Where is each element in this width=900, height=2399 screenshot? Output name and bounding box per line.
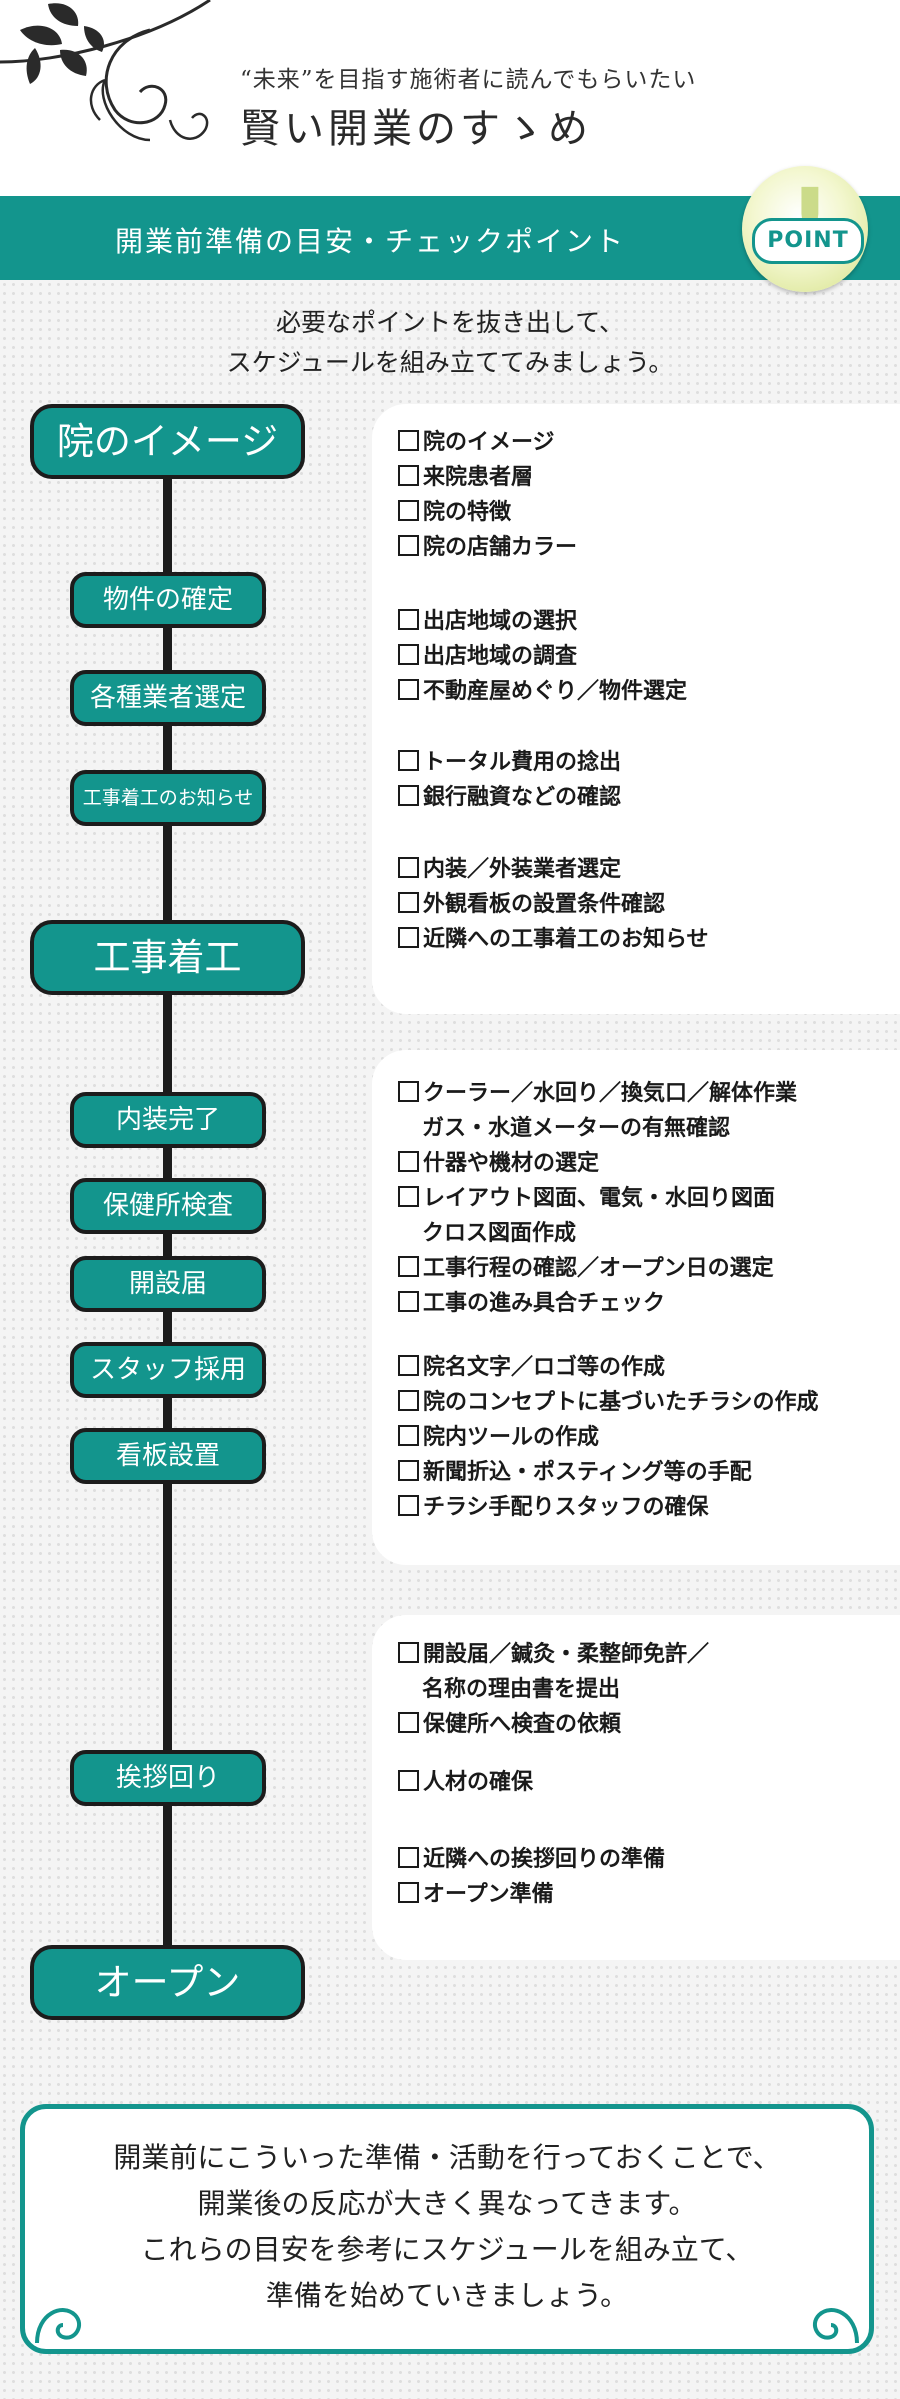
checkbox-icon [398,785,419,806]
checklist-item: 工事の進み具合チェック [398,1286,797,1321]
checklist-item: クーラー／水回り／換気口／解体作業 [398,1076,797,1111]
checklist-panel [372,1050,900,1565]
checklist-item: チラシ手配りスタッフの確保 [398,1490,819,1525]
checkbox-icon [398,1425,419,1446]
checklist-item: 工事行程の確認／オープン日の選定 [398,1251,797,1286]
checkbox-icon [398,1712,419,1733]
footer-line: 開業後の反応が大きく異なってきます。 [197,2187,697,2220]
timeline-step: スタッフ採用 [70,1342,266,1398]
timeline-step: オープン [30,1945,305,2020]
checklist-panel [372,1615,900,1960]
banner-title: 開業前準備の目安・チェックポイント [114,225,625,258]
checklist-item: オープン準備 [398,1877,665,1912]
checklist-item: 院のコンセプトに基づいたチラシの作成 [398,1385,819,1420]
checklist-item: 近隣への工事着工のお知らせ [398,922,709,957]
timeline-step: 挨拶回り [70,1750,266,1806]
checkbox-icon [398,892,419,913]
checklist-item: 人材の確保 [398,1765,533,1800]
header-subtitle: “未来”を目指す施術者に読んでもらいたい [240,67,697,93]
checklist-group: クーラー／水回り／換気口／解体作業 ガス・水道メーターの有無確認 什器や機材の選… [398,1076,797,1321]
checklist-group: 内装／外装業者選定 外観看板の設置条件確認 近隣への工事着工のお知らせ [398,852,709,957]
checklist-group: 人材の確保 [398,1765,533,1800]
point-badge-label: POINT [752,218,864,264]
checklist-item: 来院患者層 [398,460,577,495]
checkbox-icon [398,1882,419,1903]
checkbox-icon [398,1390,419,1411]
timeline-step: 物件の確定 [70,572,266,628]
checklist-item: 不動産屋めぐり／物件選定 [398,674,687,709]
intro-text: 必要なポイントを抜き出して、 スケジュールを組み立ててみましょう。 [0,303,900,383]
checkbox-icon [398,1642,419,1663]
checkbox-icon [398,609,419,630]
footer-text: 開業前にこういった準備・活動を行っておくことで、 開業後の反応が大きく異なってき… [25,2135,869,2319]
checklist-group: 近隣への挨拶回りの準備 オープン準備 [398,1842,665,1912]
timeline-step: 内装完了 [70,1092,266,1148]
checklist-group: 開設届／鍼灸・柔整師免許／ 名称の理由書を提出 保健所へ検査の依頼 [398,1637,709,1742]
checklist-item: トータル費用の捻出 [398,745,621,780]
intro-line: 必要なポイントを抜き出して、 [275,308,624,337]
checklist-item: 近隣への挨拶回りの準備 [398,1842,665,1877]
checklist-item: 什器や機材の選定 [398,1146,797,1181]
checkbox-icon [398,927,419,948]
checklist-item-continued: クロス図面作成 [422,1221,577,1246]
checklist-group: 院のイメージ 来院患者層 院の特徴 院の店舗カラー [398,425,577,565]
checklist-item: 新聞折込・ポスティング等の手配 [398,1455,819,1490]
checklist-item: レイアウト図面、電気・水回り図面 [398,1181,797,1216]
timeline-step: 院のイメージ [30,404,305,479]
checkbox-icon [398,465,419,486]
checkbox-icon [398,1355,419,1376]
checklist-item-continued: 名称の理由書を提出 [422,1677,621,1702]
checklist-panel [372,404,900,1014]
right-curl-icon [812,2308,859,2344]
checklist-item: 院のイメージ [398,425,577,460]
checklist-item: 開設届／鍼灸・柔整師免許／ [398,1637,709,1672]
checklist-group: 院名文字／ロゴ等の作成 院のコンセプトに基づいたチラシの作成 院内ツールの作成 … [398,1350,819,1525]
checkbox-icon [398,1291,419,1312]
timeline-step: 工事着工 [30,920,305,995]
checklist-item: 院の特徴 [398,495,577,530]
checkbox-icon [398,1847,419,1868]
timeline-step: 各種業者選定 [70,670,266,726]
timeline-step: 保健所検査 [70,1178,266,1234]
checklist-item: 院内ツールの作成 [398,1420,819,1455]
checklist-item: 出店地域の選択 [398,604,687,639]
checkbox-icon [398,1081,419,1102]
point-badge: ! POINT [742,166,868,292]
checkbox-icon [398,1770,419,1791]
checklist-item: 院名文字／ロゴ等の作成 [398,1350,819,1385]
leaf-vine-icon [0,0,211,142]
checklist-item-continued: ガス・水道メーターの有無確認 [422,1116,731,1141]
checkbox-icon [398,644,419,665]
checkbox-icon [398,857,419,878]
footer-note: 開業前にこういった準備・活動を行っておくことで、 開業後の反応が大きく異なってき… [20,2104,874,2354]
timeline-step: 開設届 [70,1256,266,1312]
timeline-step: 工事着工のお知らせ [70,770,266,826]
checkbox-icon [398,1256,419,1277]
page-title: 賢い開業のすゝめ [240,106,592,152]
checkbox-icon [398,500,419,521]
checklist-group: トータル費用の捻出 銀行融資などの確認 [398,745,621,815]
footer-line: これらの目安を参考にスケジュールを組み立て、 [140,2233,754,2266]
checkbox-icon [398,1151,419,1172]
checkbox-icon [398,1186,419,1207]
checklist-item: 銀行融資などの確認 [398,780,621,815]
checkbox-icon [398,430,419,451]
checklist-item: 内装／外装業者選定 [398,852,709,887]
checkbox-icon [398,1460,419,1481]
footer-line: 開業前にこういった準備・活動を行っておくことで、 [113,2141,781,2174]
left-curl-icon [35,2308,82,2344]
checklist-item: 出店地域の調査 [398,639,687,674]
footer-line: 準備を始めていきましょう。 [265,2279,629,2312]
checkbox-icon [398,535,419,556]
checklist-item: 院の店舗カラー [398,530,577,565]
checklist-group: 出店地域の選択 出店地域の調査 不動産屋めぐり／物件選定 [398,604,687,709]
checkbox-icon [398,1495,419,1516]
intro-line: スケジュールを組み立ててみましょう。 [226,348,674,377]
checkbox-icon [398,679,419,700]
checkbox-icon [398,750,419,771]
checklist-item: 外観看板の設置条件確認 [398,887,709,922]
timeline-step: 看板設置 [70,1428,266,1484]
checklist-item: 保健所へ検査の依頼 [398,1707,709,1742]
